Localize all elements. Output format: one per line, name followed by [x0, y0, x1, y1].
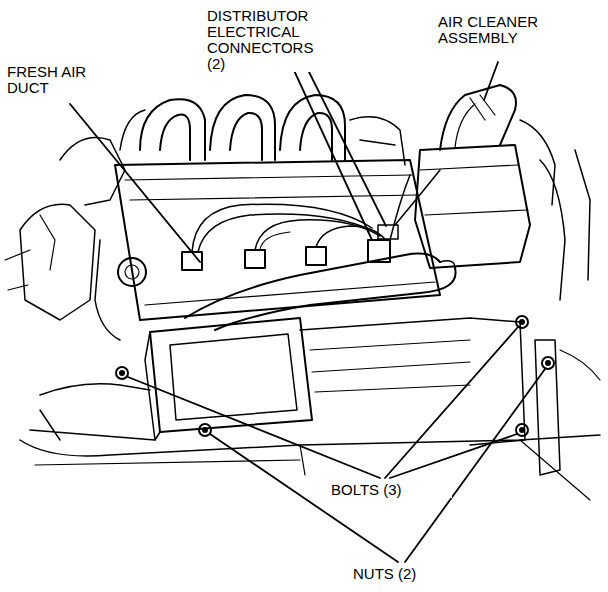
part-label: DISTRIBUTOR ELECTRICAL CONNECTORS (2): [206, 8, 336, 72]
part-label: FRESH AIR DUCT: [6, 64, 100, 96]
fastener-label: BOLTS (3): [330, 482, 452, 498]
part-label: AIR CLEANER ASSEMBLY: [437, 14, 551, 46]
fastener-label: NUTS (2): [352, 566, 474, 582]
